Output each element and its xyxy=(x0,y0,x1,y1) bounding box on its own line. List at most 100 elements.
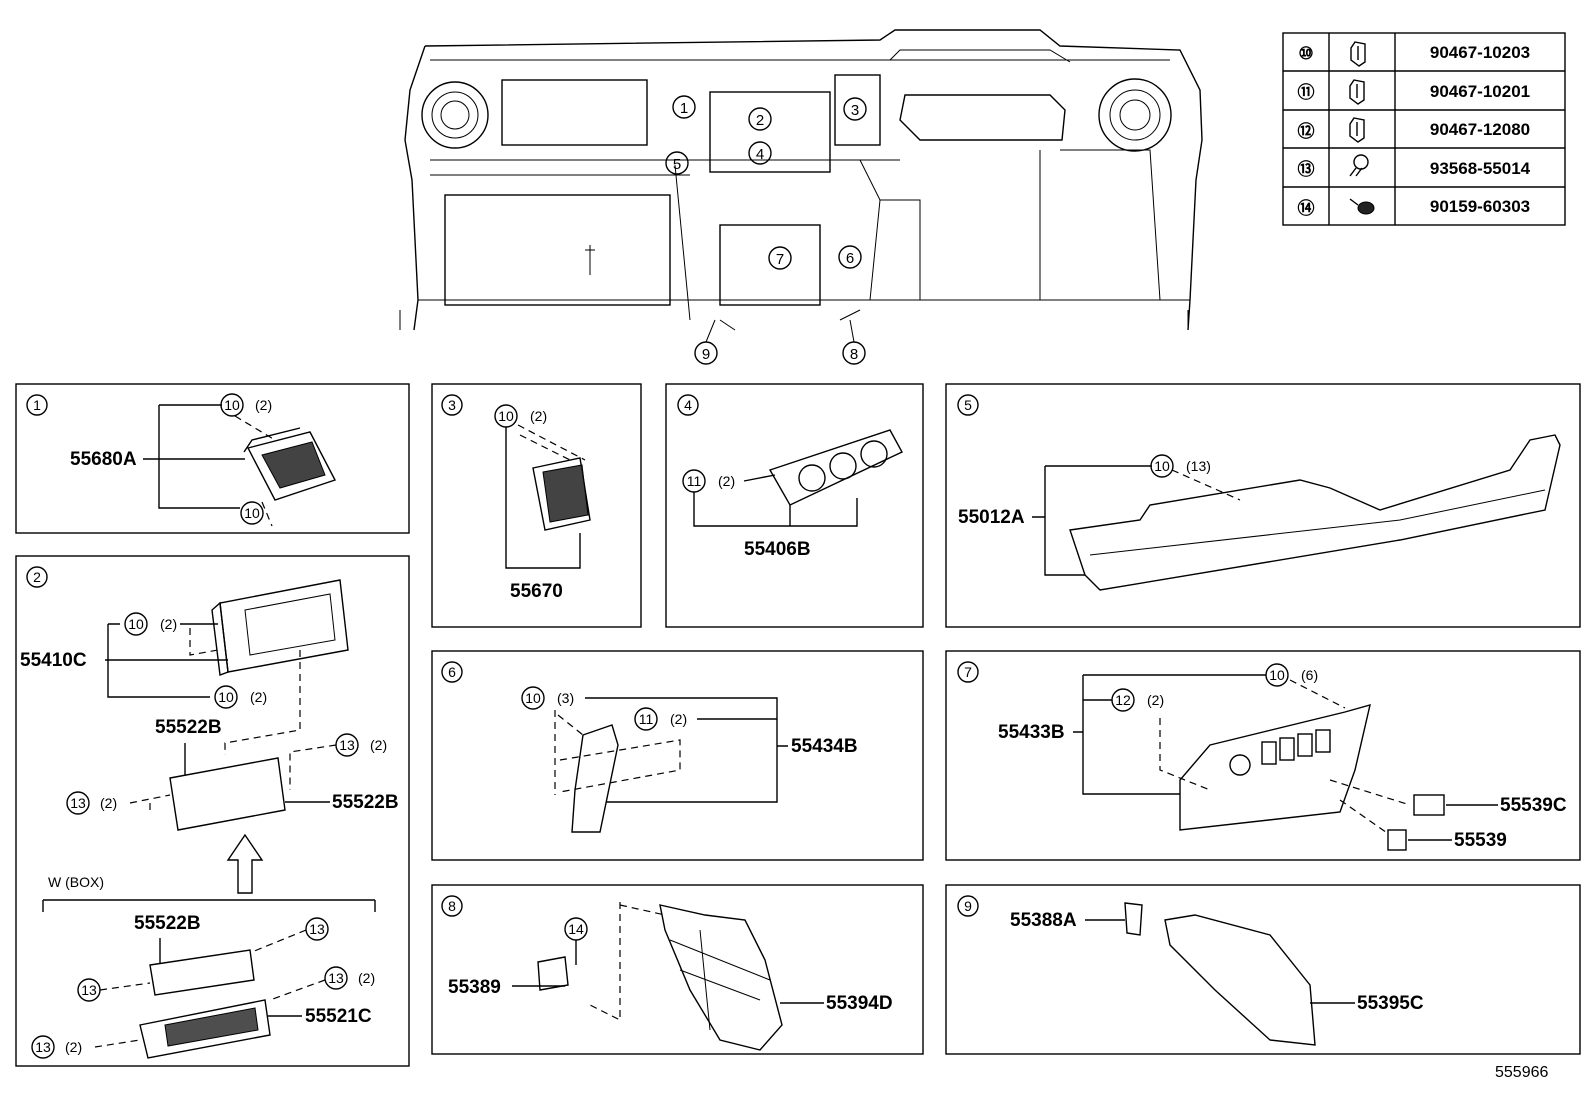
part-number: 55522B xyxy=(155,717,222,738)
part-number: 55012A xyxy=(958,507,1025,528)
dashboard-overview xyxy=(399,29,1203,331)
storage-box xyxy=(139,999,271,1059)
clip-callout: 10 xyxy=(224,397,240,413)
clip-callout: 10 xyxy=(128,616,144,632)
box-lid xyxy=(169,757,286,831)
clip-callout: 10 xyxy=(1269,667,1285,683)
side-trim-panel xyxy=(571,724,619,833)
panel-9: 9 55388A 55395C xyxy=(945,884,1581,1055)
part-number: 55522B xyxy=(332,792,399,813)
air-vent xyxy=(532,457,591,531)
quantity: (13) xyxy=(1186,458,1211,474)
part-number: 55406B xyxy=(744,539,811,560)
screw-icon xyxy=(1349,154,1369,177)
table-row: ⑫ 90467-12080 xyxy=(1298,117,1530,143)
table-part: 93568-55014 xyxy=(1430,159,1531,178)
clip-callout: 12 xyxy=(1115,692,1131,708)
switch-cap xyxy=(1413,794,1445,816)
panel-id: 7 xyxy=(964,664,972,680)
climate-control-panel xyxy=(768,429,903,506)
quantity: (2) xyxy=(670,711,687,727)
part-number: 55433B xyxy=(998,722,1065,743)
quantity: (2) xyxy=(530,408,547,424)
callout-4: 4 xyxy=(756,146,764,163)
part-number: 55388A xyxy=(1010,910,1077,931)
callout-9: 9 xyxy=(702,346,710,363)
screw-callout: 13 xyxy=(70,795,86,811)
air-vent xyxy=(243,427,336,501)
table-ref: ⑪ xyxy=(1298,82,1315,102)
panel-5: 5 55012A 10 (13) xyxy=(945,383,1581,628)
clip-callout: 10 xyxy=(525,690,541,706)
quantity: (2) xyxy=(65,1039,82,1055)
screw-callout: 14 xyxy=(568,921,584,937)
panel-4: 4 11 (2) 55406B xyxy=(665,383,924,628)
callout-3: 3 xyxy=(851,102,859,119)
part-number: 55410C xyxy=(20,650,87,671)
panel-id: 6 xyxy=(448,664,456,680)
table-ref: ⑩ xyxy=(1298,44,1313,63)
panel-id: 8 xyxy=(448,898,456,914)
arrow-up-icon xyxy=(226,833,264,894)
clip-callout: 10 xyxy=(1154,458,1170,474)
quantity: (6) xyxy=(1301,667,1318,683)
screw-callout: 13 xyxy=(35,1039,51,1055)
table-part: 90467-10201 xyxy=(1430,82,1530,101)
panel-id: 1 xyxy=(33,397,41,413)
part-number: 55670 xyxy=(510,581,563,602)
table-row: ⑭ 90159-60303 xyxy=(1298,197,1531,218)
callout-7: 7 xyxy=(776,251,784,268)
callout-6: 6 xyxy=(846,250,854,267)
display-bezel xyxy=(211,579,349,676)
part-number: 55389 xyxy=(448,977,501,998)
clip-callout: 11 xyxy=(639,711,654,727)
panel-id: 5 xyxy=(964,397,972,413)
clip-callout: 10 xyxy=(218,689,234,705)
fastener-table: ⑩ 90467-10203 ⑪ 90467-10201 ⑫ 90467-1208… xyxy=(1282,32,1566,226)
quantity: (2) xyxy=(1147,692,1164,708)
screw-callout: 13 xyxy=(309,921,325,937)
callout-2: 2 xyxy=(756,112,764,129)
panel-6: 6 10 (3) 11 (2) 55434B xyxy=(431,650,924,861)
part-number: 55539C xyxy=(1500,795,1567,816)
part-number: 55394D xyxy=(826,993,893,1014)
side-cover-panel xyxy=(1164,914,1316,1046)
quantity: (2) xyxy=(160,616,177,632)
part-number: 55434B xyxy=(791,736,858,757)
quantity: (2) xyxy=(358,970,375,986)
instrument-trim-panel xyxy=(1069,434,1561,591)
quantity: (2) xyxy=(370,737,387,753)
screw-icon xyxy=(1349,198,1375,215)
panel-id: 3 xyxy=(448,397,456,413)
bracket xyxy=(537,956,569,991)
part-number: 55395C xyxy=(1357,993,1424,1014)
switch-panel xyxy=(1179,704,1371,831)
table-ref: ⑫ xyxy=(1298,121,1315,141)
callout-8: 8 xyxy=(850,346,858,363)
panel-id: 4 xyxy=(684,397,692,413)
quantity: (2) xyxy=(718,473,735,489)
part-number: 55522B xyxy=(134,913,201,934)
clip-icon xyxy=(1350,41,1366,67)
quantity: (3) xyxy=(557,690,574,706)
lower-cover-panel xyxy=(659,904,783,1051)
table-part: 90467-12080 xyxy=(1430,120,1530,139)
part-number: 55539 xyxy=(1454,830,1507,851)
quantity: (2) xyxy=(255,397,272,413)
overview-callouts: 1 2 3 4 5 6 7 8 9 xyxy=(665,95,867,365)
table-part: 90467-10203 xyxy=(1430,43,1530,62)
panel-3: 3 10 (2) 55670 xyxy=(431,383,642,628)
clip-callout: 10 xyxy=(498,408,514,424)
table-ref: ⑬ xyxy=(1298,159,1315,179)
quantity: (2) xyxy=(250,689,267,705)
illustration-id: 555966 xyxy=(1495,1064,1548,1081)
table-row: ⑬ 93568-55014 xyxy=(1298,154,1531,179)
panel-2: 2 55410C 10 (2) 10 (2) 55522B 13 (2) 13 … xyxy=(15,555,410,1067)
clip-callout: 10 xyxy=(244,505,260,521)
table-row: ⑪ 90467-10201 xyxy=(1298,79,1530,105)
panel-id: 9 xyxy=(964,898,972,914)
panel-7: 7 55433B 10 (6) 12 (2) 55539C 55539 xyxy=(945,650,1581,861)
panel-id: 2 xyxy=(33,569,41,585)
part-number: 55680A xyxy=(70,449,137,470)
